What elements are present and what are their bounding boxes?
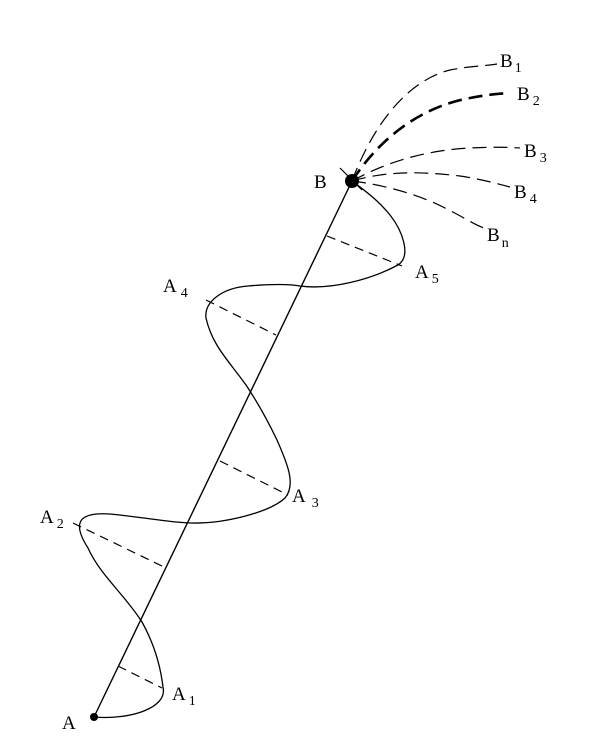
amplitude-marker-a1 [117,665,163,689]
amplitude-markers [72,235,403,689]
amplitude-marker-a2 [72,522,167,569]
axis-line-a-b [93,180,353,718]
point-a [90,713,98,721]
path-b2 [350,91,511,182]
amplitude-marker-a5 [326,235,403,267]
path-fan [350,63,521,229]
point-b [345,174,359,188]
label-b: B [314,172,327,193]
label-a: A [62,713,76,734]
amplitude-marker-a3 [219,460,289,496]
path-b4 [351,172,511,188]
amplitude-marker-a4 [205,299,277,336]
path-bn [351,180,485,229]
path-b3 [351,146,521,182]
wave-curve [78,180,406,719]
path-b1 [351,63,498,182]
